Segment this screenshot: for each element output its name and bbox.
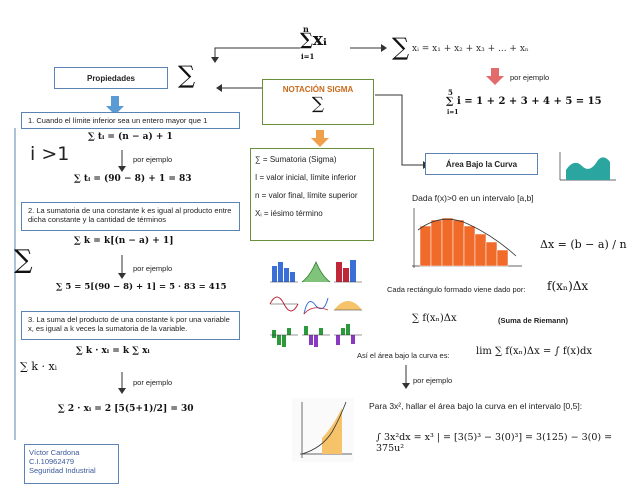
prop3-text: 3. La suma del producto de una constante…	[28, 315, 230, 333]
area-text: Así el área bajo la curva es:	[357, 351, 450, 360]
def-sigma: ∑ = Sumatoria (Sigma)	[255, 155, 337, 164]
area-title-box: Área Bajo la Curva	[425, 153, 538, 175]
def-term: Xᵢ = iésimo término	[255, 209, 323, 218]
author-name: Víctor Cardona	[29, 448, 80, 457]
riemann-label: (Suma de Riemann)	[498, 316, 569, 325]
notacion-sigma-title: NOTACIÓN SIGMA	[282, 85, 354, 94]
area-title: Área Bajo la Curva	[445, 160, 518, 169]
rect-formula: f(xₙ)Δx	[547, 279, 589, 293]
ex3-formula: ∑ 2 · xᵢ = 2 [5(5+1)/2] = 30	[58, 404, 194, 414]
por-ejemplo-4: por ejemplo	[413, 376, 453, 385]
problem-text: Para 3x², hallar el área bajo la curva e…	[369, 401, 583, 411]
solution-formula: ∫ 3x²dx = x³ | = [3(5)³ − 3(0)³] = 3(125…	[376, 432, 613, 454]
author-ci: C.I.10962479	[29, 457, 75, 466]
sigma-top-upper: n	[303, 24, 309, 34]
blue-arrow-props	[106, 96, 124, 115]
prop2-sigma-symbol: ∑	[14, 245, 33, 275]
orange-arrow-center	[311, 130, 329, 147]
por-ejemplo-3: por ejemplo	[133, 378, 173, 387]
prop1-box: 1. Cuando el límite inferior sea un ente…	[21, 112, 240, 129]
example-right-bottom: i=1	[447, 109, 459, 116]
limit-formula: lim ∑ f(xₙ)Δx = ∫ f(x)dx	[476, 346, 593, 357]
notacion-sigma-symbol: ∑	[311, 94, 325, 114]
prop2-box: 2. La sumatoria de una constante k es ig…	[21, 202, 240, 231]
prop3-box: 3. La suma del producto de una constante…	[21, 311, 240, 340]
ex2-formula: ∑ 5 = 5[(90 − 8) + 1] = 5 · 83 = 415	[56, 282, 227, 292]
por-ejemplo-right: por ejemplo	[510, 73, 550, 82]
notacion-sigma-box: NOTACIÓN SIGMA ∑	[262, 79, 374, 125]
sigma-top-main: ∑xᵢ	[300, 30, 328, 50]
sigma-expansion-symbol: ∑	[392, 33, 410, 61]
por-ejemplo-1: por ejemplo	[133, 155, 173, 164]
definitions-box: ∑ = Sumatoria (Sigma) I = valor inicial,…	[250, 148, 374, 241]
connector-top-left	[214, 47, 300, 59]
delta-formula: Δx = (b − a) / n	[540, 238, 627, 251]
prop1-text: 1. Cuando el límite inferior sea un ente…	[28, 116, 208, 125]
por-ejemplo-2: por ejemplo	[133, 264, 173, 273]
rect-text: Cada rectángulo formado viene dado por:	[387, 285, 526, 294]
props-title: Propiedades	[86, 74, 135, 83]
example-right: ∑ i = 1 + 2 + 3 + 4 + 5 = 15	[446, 96, 602, 107]
riemann-formula: ∑ f(xₙ)Δx	[412, 313, 457, 324]
example-right-top: 5	[448, 88, 453, 97]
red-arrow-right	[486, 68, 504, 85]
connector-center-right	[375, 94, 425, 166]
area-given: Dada f(x)>0 en un intervalo [a,b]	[412, 193, 534, 203]
prop1-formula: ∑ tᵢ = (n − a) + 1	[88, 132, 173, 142]
sigma-expansion-text: xᵢ = x₁ + x₂ + x₃ + ... + xₙ	[412, 44, 529, 54]
props-title-box: Propiedades	[54, 67, 168, 89]
author-box: Víctor Cardona C.I.10962479 Seguridad In…	[24, 444, 119, 484]
prop2-formula: ∑ k = k[(n − a) + 1]	[74, 236, 174, 246]
prop2-text: 2. La sumatoria de una constante k es ig…	[28, 206, 232, 224]
i-gt-1: i >1	[30, 143, 70, 165]
prop3-formula: ∑ k · xᵢ = k ∑ xᵢ	[76, 346, 150, 356]
sigma-top-lower: i=1	[301, 52, 315, 61]
props-sigma-symbol: ∑	[178, 61, 196, 89]
def-lower: I = valor inicial, límite inferior	[255, 173, 357, 182]
ex1-formula: ∑ tᵢ = (90 − 8) + 1 = 83	[74, 174, 192, 184]
def-upper: n = valor final, límite superior	[255, 191, 358, 200]
side-formula: ∑ k · xᵢ	[20, 360, 57, 373]
author-school: Seguridad Industrial	[29, 466, 96, 475]
